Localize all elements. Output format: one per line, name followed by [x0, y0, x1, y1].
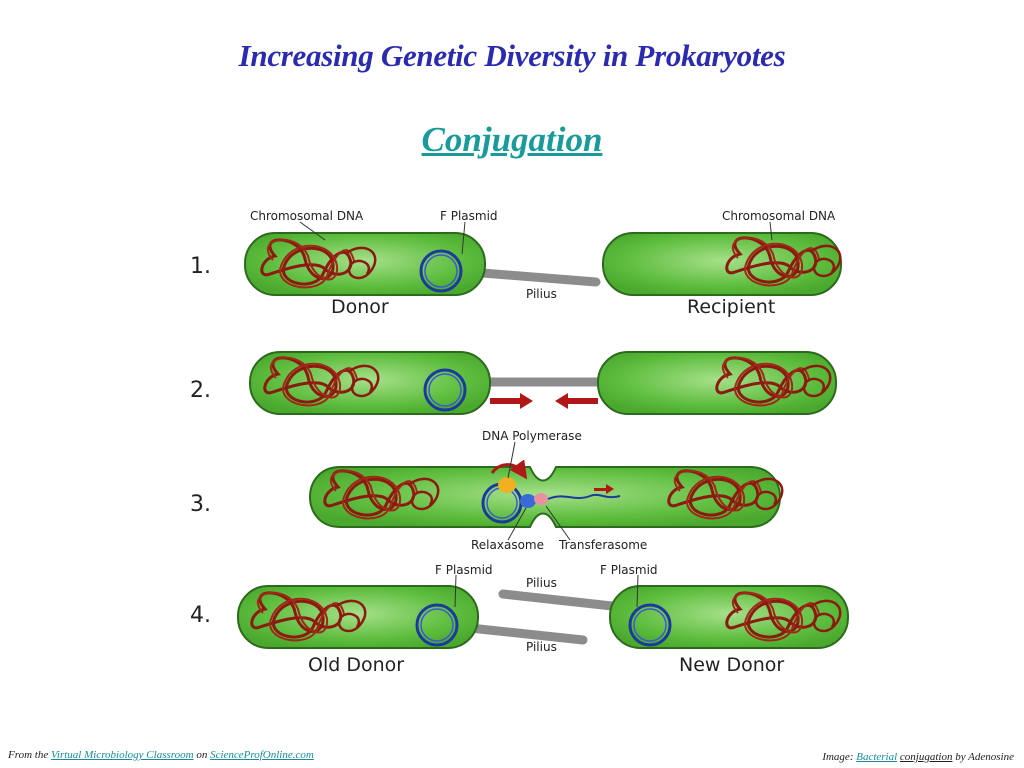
f-plasmid — [628, 603, 672, 647]
f-plasmid — [419, 249, 463, 293]
label-f-plasmid: F Plasmid — [440, 209, 498, 223]
virtual-microbiology-link[interactable]: Virtual Microbiology Classroom — [50, 749, 194, 761]
label-pilius: Pilius — [526, 287, 557, 301]
arrow-curved-icon — [490, 459, 528, 480]
slide-subtitle: Conjugation — [421, 120, 603, 159]
pilus-1 — [465, 267, 601, 287]
conjugation-link[interactable]: conjugation — [899, 751, 953, 763]
step-number-4: 4. — [190, 603, 211, 628]
f-plasmid — [415, 603, 459, 647]
dna-polymerase-shape — [498, 477, 516, 493]
step-number-3: 3. — [190, 492, 211, 517]
label-relaxasome: Relaxasome — [471, 538, 544, 552]
step-number-1: 1. — [190, 254, 211, 279]
transferred-dna — [547, 493, 621, 500]
arrow-left-icon — [555, 393, 598, 409]
label-transferasome: Transferasome — [558, 538, 647, 552]
pilus-top — [498, 589, 617, 611]
footer-author: by Adenosine — [955, 751, 1014, 763]
step-1: Chromosomal DNA F Plasmid Chromosomal DN… — [244, 209, 842, 318]
step-number-2: 2. — [190, 378, 211, 403]
footer-prefix: From the — [8, 749, 49, 761]
recipient-cell — [602, 232, 842, 296]
label-f-plasmid: F Plasmid — [600, 563, 658, 577]
label-chromosomal-dna: Chromosomal DNA — [722, 209, 836, 223]
label-dna-polymerase: DNA Polymerase — [482, 429, 582, 443]
label-old-donor: Old Donor — [308, 654, 404, 676]
label-f-plasmid: F Plasmid — [435, 563, 493, 577]
bacterial-link[interactable]: Bacterial — [856, 751, 898, 763]
label-chromosomal-dna: Chromosomal DNA — [250, 209, 364, 223]
label-new-donor: New Donor — [679, 654, 784, 676]
label-recipient: Recipient — [687, 296, 775, 318]
f-plasmid — [423, 368, 467, 412]
step-4: F Plasmid F Plasmid Pilius Pilius Old Do… — [237, 563, 849, 676]
step-2 — [249, 351, 837, 415]
footer-credit: Image: Bacterial conjugation by Adenosin… — [822, 751, 1014, 763]
arrow-right-icon — [490, 393, 533, 409]
footer-image-prefix: Image: — [822, 751, 854, 763]
slide-title: Increasing Genetic Diversity in Prokaryo… — [238, 38, 786, 73]
label-donor: Donor — [331, 296, 389, 318]
footer-mid: on — [196, 749, 208, 761]
relaxasome-shape — [520, 494, 536, 508]
label-pilius: Pilius — [526, 640, 557, 654]
step-3: DNA Polymerase Relaxasome Transferasome — [309, 429, 784, 552]
footer-source: From the Virtual Microbiology Classroom … — [8, 749, 314, 761]
label-pilius: Pilius — [526, 576, 557, 590]
arrow-right-icon — [594, 484, 614, 494]
pilus-bottom — [465, 623, 588, 645]
transferasome-shape — [534, 493, 548, 505]
scienceprofonline-link[interactable]: ScienceProfOnline.com — [210, 749, 314, 761]
